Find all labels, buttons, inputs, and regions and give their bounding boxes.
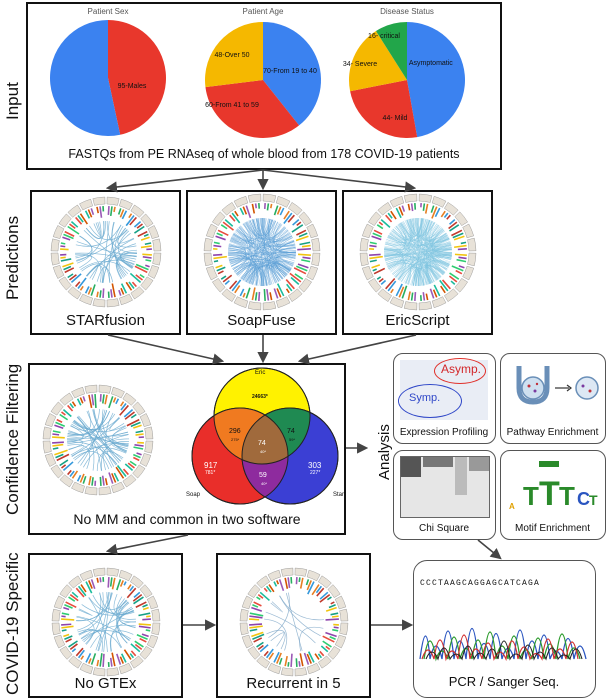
pie-slice bbox=[375, 22, 407, 80]
venn-star-only: 303 bbox=[308, 461, 322, 470]
pie-slice bbox=[50, 20, 121, 136]
svg-text:T: T bbox=[559, 481, 575, 511]
circos-plot bbox=[359, 193, 477, 311]
input-caption: FASTQs from PE RNAseq of whole blood fro… bbox=[68, 147, 460, 161]
svg-text:T: T bbox=[539, 475, 560, 513]
venn-all-sub: 40* bbox=[260, 449, 267, 454]
pie-slice-label: 60-From 41 to 59 bbox=[205, 102, 259, 109]
arrow-analysis-validation bbox=[477, 539, 502, 560]
arrow-input-ericscript bbox=[262, 169, 417, 193]
covid-label-recurrent: Recurrent in 5 bbox=[246, 675, 341, 692]
circos-plot bbox=[42, 384, 154, 496]
svg-text:C: C bbox=[577, 489, 590, 509]
circos-plot bbox=[203, 193, 321, 311]
pie-title: Patient Age bbox=[243, 7, 284, 16]
venn-eric-star: 74 bbox=[287, 428, 295, 435]
venn-soap-only-sub: 781* bbox=[205, 470, 216, 476]
svg-text:T: T bbox=[589, 492, 598, 508]
venn-eric-star-sub: 59* bbox=[289, 437, 296, 442]
covid-label-no-gtex: No GTEx bbox=[74, 675, 137, 692]
analysis-label-expression: Expression Profiling bbox=[399, 427, 489, 438]
validation-panel: CCCTAAGCAGGAGCATCAGA PCR / Sanger Seq. bbox=[413, 560, 596, 698]
tool-label-starfusion: STARfusion bbox=[66, 312, 145, 329]
tool-label-soapfuse: SoapFuse bbox=[227, 312, 296, 329]
venn-set-star: Star bbox=[333, 492, 345, 498]
pie-slice bbox=[205, 22, 263, 88]
pie-slice-label: 34- Severe bbox=[343, 61, 377, 68]
venn-overlap-all bbox=[242, 408, 288, 464]
circos-plot bbox=[51, 567, 161, 677]
analysis-panel-expression: Asymp. Symp. Expression Profiling bbox=[393, 353, 496, 444]
analysis-panel-chisquare: Chi Square bbox=[393, 450, 496, 540]
venn-set-soap: Soap bbox=[186, 492, 201, 498]
svg-text:T: T bbox=[523, 481, 539, 511]
pie-slice-label: 84- Asymptomatic bbox=[397, 60, 453, 67]
analysis-panel-pathway: Pathway Enrichment bbox=[500, 353, 606, 444]
pie-slice bbox=[205, 80, 300, 139]
venn-soap-star-sub: 40* bbox=[261, 481, 268, 486]
venn-set-eric: Eric bbox=[255, 370, 266, 376]
pie-slice-label: 95-Males bbox=[118, 83, 147, 90]
pie-title: Patient Sex bbox=[88, 7, 129, 16]
mosaic-plot bbox=[400, 456, 490, 518]
pie-slice bbox=[350, 80, 418, 138]
venn-soap-only: 917 bbox=[204, 461, 218, 470]
circos-plot bbox=[50, 196, 162, 308]
pie-slice bbox=[348, 31, 407, 92]
confidence-caption: No MM and common in two software bbox=[73, 511, 301, 527]
chromatogram bbox=[419, 627, 587, 662]
validation-label: PCR / Sanger Seq. bbox=[448, 674, 560, 689]
venn-eric-only: 24663* bbox=[252, 394, 268, 400]
circos-plot bbox=[239, 567, 349, 677]
analysis-label-motif: Motif Enrichment bbox=[514, 523, 591, 534]
arrow-starfusion-confidence bbox=[107, 334, 225, 365]
pie-title: Disease Status bbox=[380, 7, 434, 16]
svg-text:A: A bbox=[509, 502, 515, 511]
sanger-sequence: CCCTAAGCAGGAGCATCAGA bbox=[420, 579, 541, 588]
arrow-input-starfusion bbox=[105, 169, 264, 193]
venn-eric-soap-sub: 275* bbox=[231, 437, 240, 442]
analysis-label-pathway: Pathway Enrichment bbox=[506, 427, 599, 438]
arrow-ericscript-confidence bbox=[297, 334, 417, 365]
venn-all: 74 bbox=[258, 440, 266, 447]
pie-slice-label: 16- critical bbox=[368, 33, 400, 40]
asymp-label: Asymp. bbox=[441, 362, 482, 376]
pie-slice-label: 70-From 19 to 40 bbox=[263, 68, 317, 75]
pie-slice bbox=[263, 22, 322, 126]
arrow-confidence-covid bbox=[105, 534, 189, 555]
pie-slice-label: 44- Mild bbox=[383, 115, 408, 122]
pathway-icon bbox=[516, 366, 599, 405]
analysis-panel-motif: T T T C T A Motif Enrichment bbox=[500, 450, 606, 540]
pie-slice bbox=[407, 22, 465, 138]
pie-slice bbox=[108, 20, 166, 135]
motif-logo-icon: T T T C T A bbox=[509, 461, 598, 513]
analysis-label-chisquare: Chi Square bbox=[418, 523, 470, 534]
pie-slice-label: 48-Over 50 bbox=[214, 52, 249, 59]
tool-label-ericscript: EricScript bbox=[385, 312, 450, 329]
venn-soap-star: 59 bbox=[259, 472, 267, 479]
venn-eric-soap: 296 bbox=[229, 428, 241, 435]
symp-label: Symp. bbox=[409, 392, 441, 404]
venn-star-only-sub: 227* bbox=[310, 470, 321, 476]
